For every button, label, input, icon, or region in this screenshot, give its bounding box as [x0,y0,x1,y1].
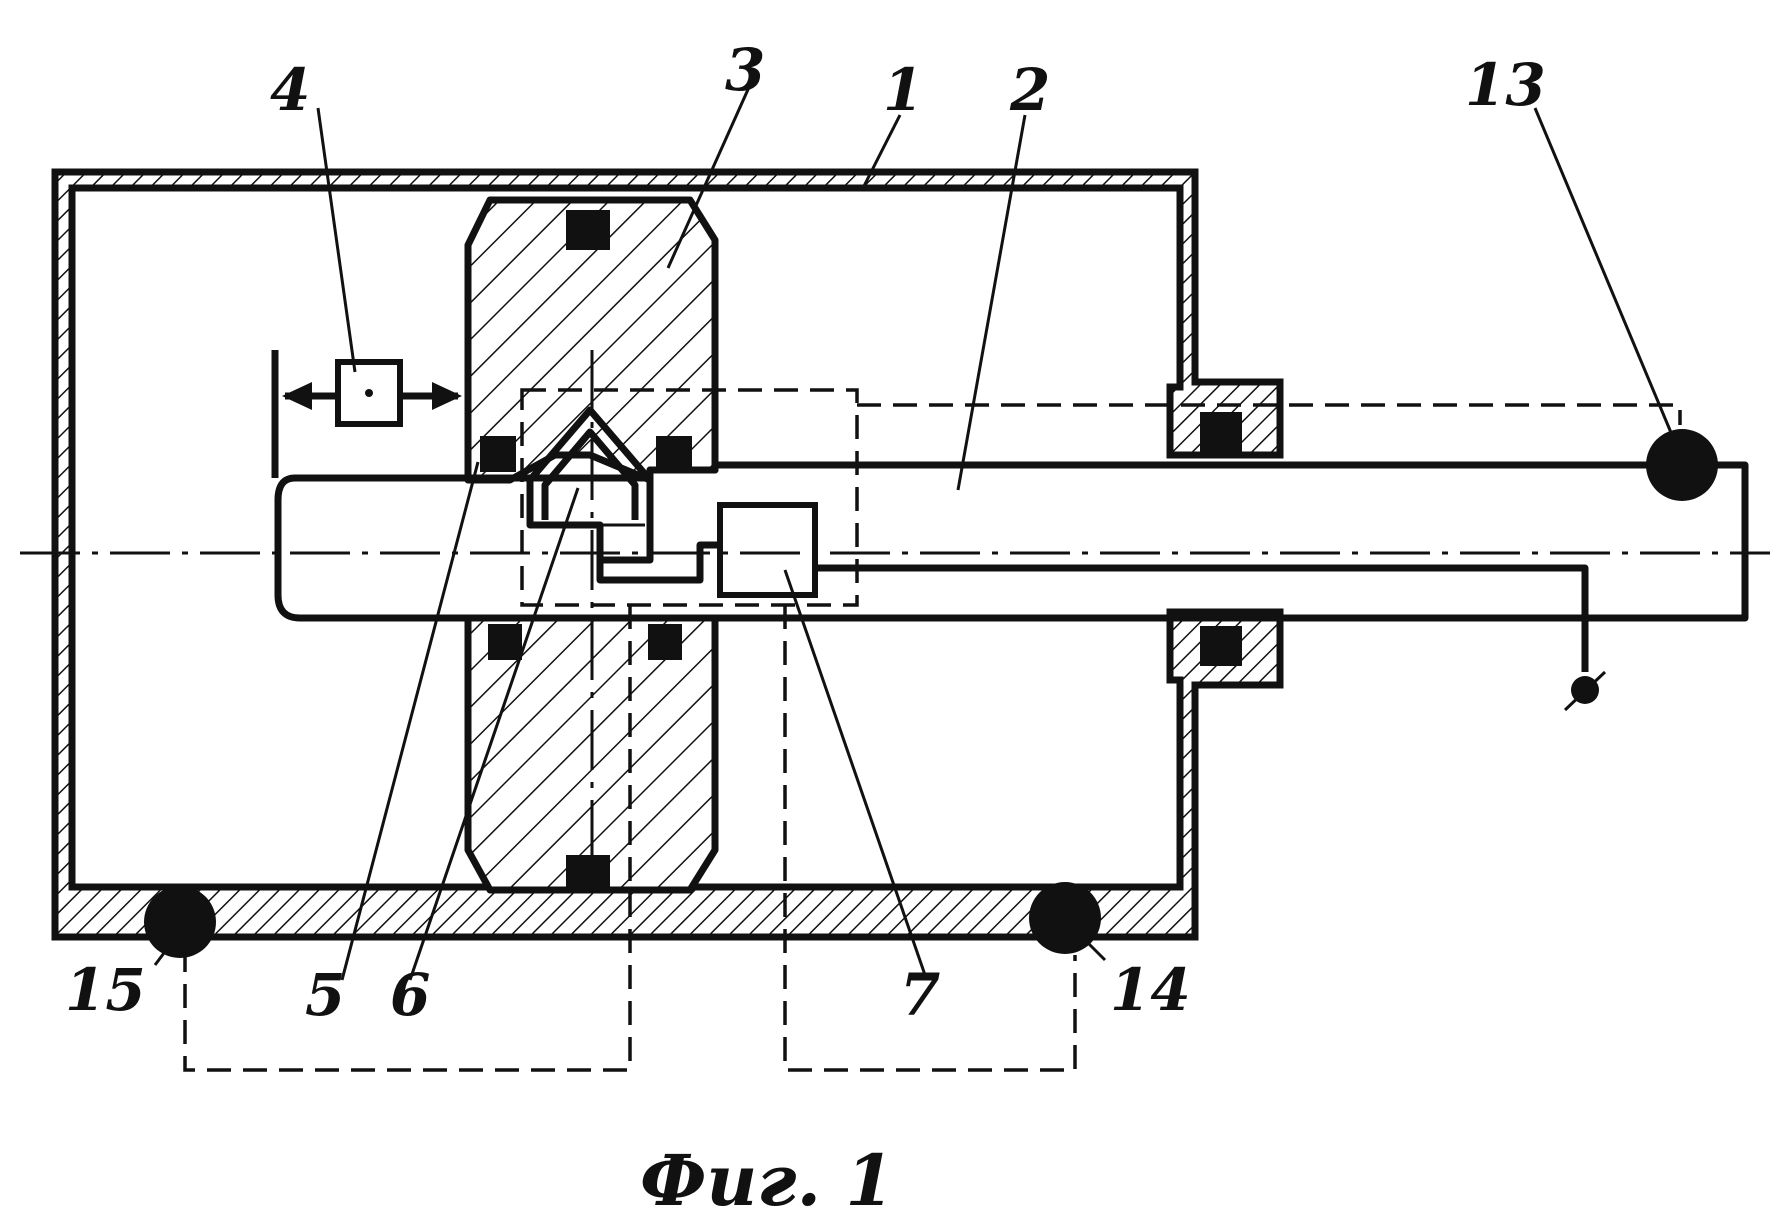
leader-4 [318,108,355,372]
sensor-ball-15 [144,886,216,958]
label-3: 3 [725,36,765,104]
sensor-block [720,505,815,595]
gland-seal-bottom [1200,626,1242,666]
piston-seal-inner-lr [648,624,682,660]
gland-seal-top [1200,412,1242,452]
piston-seal-inner-ll [488,624,522,660]
label-2: 2 [1009,56,1050,124]
piston-seal-bottom [566,855,610,891]
actuator-arrowhead-left [282,382,312,410]
piston-seal-top [566,210,610,250]
actuator-dot [365,389,373,397]
rod [278,465,1745,618]
label-14: 14 [1110,956,1191,1024]
leader-13 [1535,108,1672,435]
label-7: 7 [900,961,940,1029]
label-15: 15 [65,956,146,1024]
actuator-arrowhead-right [432,382,462,410]
label-13: 13 [1465,51,1546,119]
label-5: 5 [305,961,345,1029]
leader-14 [1085,940,1105,960]
label-4: 4 [270,56,310,124]
sensor-ball-13 [1646,429,1718,501]
piston-seal-inner-ul [480,436,516,472]
label-6: 6 [390,961,430,1029]
figure-caption: Фиг. 1 [640,1139,894,1222]
label-1: 1 [883,56,923,124]
